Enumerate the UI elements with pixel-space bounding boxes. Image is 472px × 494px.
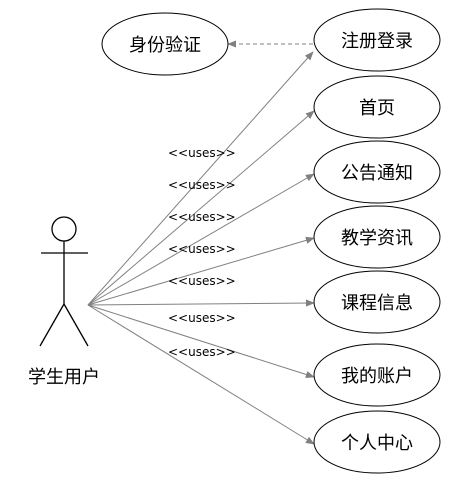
usecase-identity-label: 身份验证 — [129, 35, 201, 56]
stereotype-label: <<uses>> — [168, 210, 236, 224]
actor-left-leg — [39, 303, 65, 347]
usecase-identity — [101, 12, 229, 76]
stereotype-label: <<uses>> — [168, 345, 236, 359]
usecase-personal-label: 个人中心 — [341, 433, 413, 454]
assoc-notice — [87, 173, 315, 306]
usecase-account — [313, 343, 441, 407]
usecase-home-label: 首页 — [359, 98, 395, 119]
usecase-course — [313, 270, 441, 334]
usecase-teaching-label: 教学资讯 — [341, 228, 413, 249]
stereotype-label: <<uses>> — [168, 146, 236, 160]
stereotype-label: <<uses>> — [168, 242, 236, 256]
assoc-register — [87, 51, 314, 306]
usecase-register-label: 注册登录 — [341, 31, 413, 52]
usecase-account-label: 我的账户 — [341, 366, 413, 387]
assoc-teaching — [87, 236, 315, 306]
usecase-notice-label: 公告通知 — [341, 163, 413, 184]
actor-label: 学生用户 — [28, 367, 100, 388]
usecase-course-label: 课程信息 — [341, 293, 413, 314]
usecase-personal — [313, 410, 441, 474]
assoc-account — [87, 304, 315, 378]
actor-head — [51, 216, 77, 242]
assoc-course — [87, 299, 315, 307]
stereotype-label: <<uses>> — [168, 274, 236, 288]
stereotype-label: <<uses>> — [168, 178, 236, 192]
usecase-home — [313, 75, 441, 139]
actor-right-leg — [63, 303, 89, 347]
usecase-notice — [313, 140, 441, 204]
assoc-home — [87, 110, 315, 306]
usecase-teaching — [313, 205, 441, 269]
actor-student-user — [39, 216, 89, 347]
usecase-register — [313, 8, 441, 72]
stereotype-label: <<uses>> — [168, 311, 236, 325]
assoc-personal — [87, 304, 315, 445]
